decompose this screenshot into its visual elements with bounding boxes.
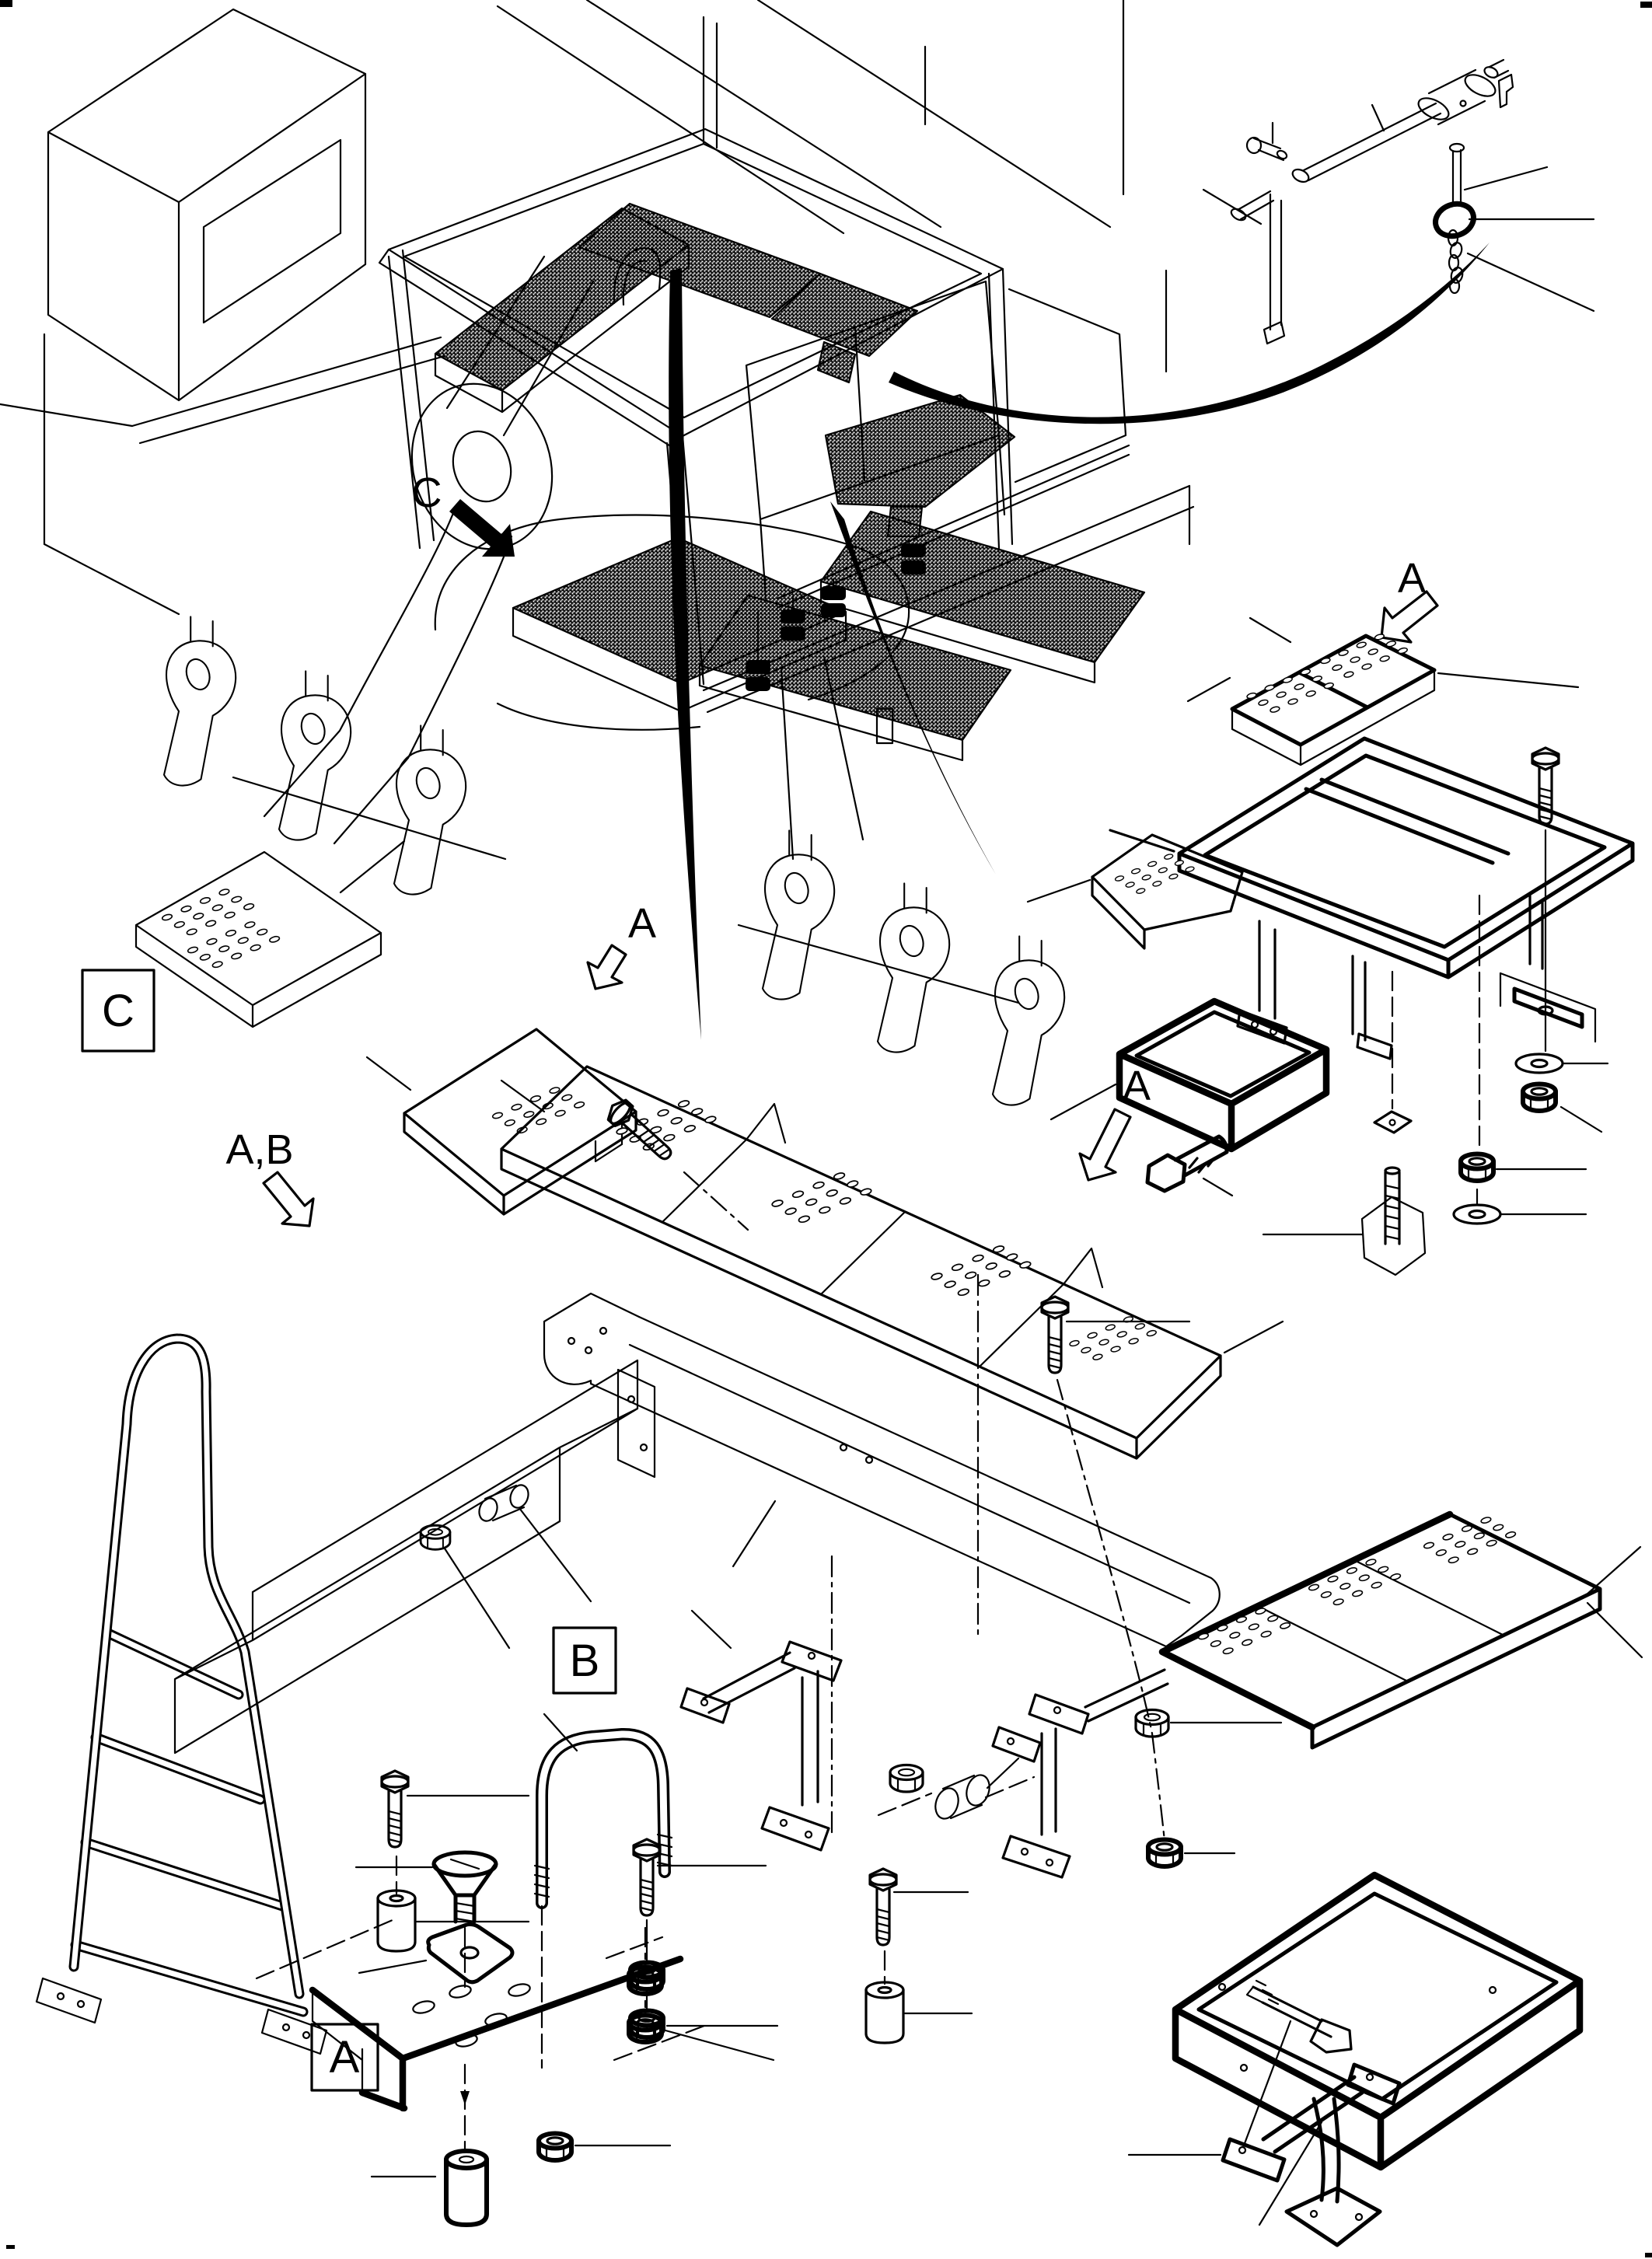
roof-platform-plates: [434, 202, 1146, 762]
mini-arrow-tip: [460, 2091, 470, 2105]
a-center-outline-arrow: [1078, 1108, 1132, 1182]
label-c-box: C: [102, 986, 134, 1036]
label-a-center: A: [1123, 1063, 1151, 1109]
center-plates: [365, 1028, 1284, 1842]
leader-spike: [669, 268, 701, 1040]
frame-rails: [496, 0, 1125, 235]
bottom-a-group: [309, 1850, 775, 2227]
stand-bracket-2: [991, 1668, 1169, 1879]
a-mid-outline-arrow: [586, 944, 627, 990]
y-bracket: [1127, 2062, 1402, 2247]
hood-box: [47, 8, 367, 402]
pin-body: [1252, 137, 1285, 162]
rod-leader: [1371, 103, 1385, 132]
stand-bracket-1: [679, 1555, 843, 1852]
diamond-plate: [358, 1922, 515, 1985]
rod-sleeve: [1427, 68, 1486, 126]
support-beam: [543, 1292, 1221, 1648]
deck-plate-wedge: [824, 393, 1016, 508]
l-handle: [1236, 190, 1286, 345]
spacer-cylinder-bold: [370, 2149, 489, 2227]
roof-plate-right: [770, 272, 919, 358]
chain: [1447, 229, 1464, 295]
long-tread-plate: [500, 1065, 1284, 1460]
plate-corner: [309, 1955, 684, 2112]
c-label-box: [81, 969, 155, 1053]
label-b-box: B: [570, 1636, 600, 1686]
small-tread-plate: [365, 1028, 637, 1216]
b-label-box: [552, 1626, 617, 1695]
label-a-right: A: [1398, 555, 1426, 602]
pentagon-plate: [1026, 833, 1244, 950]
right-tread-plate: [1186, 616, 1580, 766]
ab-outline-arrow: [262, 1171, 315, 1227]
label-ab: A,B: [225, 1126, 293, 1173]
ladder-assembly: [35, 1333, 656, 2055]
clip: [1497, 73, 1514, 109]
shallow-tray: [1172, 1871, 1584, 2226]
ladder-rails: [68, 1333, 305, 1999]
support-frame: [1109, 736, 1635, 1060]
anchor-strap: [1499, 972, 1597, 1043]
handle-rod-assembly: [1230, 58, 1595, 345]
roof-plate-back: [578, 202, 822, 319]
a-right-outline-arrow: [1380, 590, 1439, 644]
labels: C C A A A,B A B A: [81, 470, 1426, 2083]
box-bolt: [1145, 1134, 1234, 1197]
label-a-mid: A: [628, 900, 656, 947]
a-label-box: [310, 2023, 379, 2092]
label-a-box: A: [330, 2032, 360, 2083]
ladder-feet: [35, 1919, 394, 2055]
label-c-arrow: C: [412, 470, 442, 516]
u-bolt: [533, 1713, 673, 1909]
shelf-channel: [173, 1359, 656, 1754]
front-frame-lines: [0, 333, 1020, 1004]
three-segment-plate: [1158, 1510, 1643, 1750]
ladder-steps: [70, 1627, 309, 2017]
leader-swoosh-right: [889, 243, 1490, 424]
lock-pin: [1451, 148, 1462, 205]
right-frame-assembly: [1026, 616, 1635, 1276]
c-step-plate: [134, 840, 406, 1028]
flat-head-screw: [354, 1850, 498, 1924]
rod-stub: [1488, 58, 1510, 79]
main-rod: [1302, 102, 1442, 182]
tray-bolt: [1245, 1979, 1353, 2054]
leader-lines: [1463, 166, 1595, 312]
c-solid-arrow: [449, 499, 515, 557]
nut-bushing-pair: [877, 1757, 1036, 1820]
leader-swoosh-down: [830, 501, 996, 875]
bottom-right-group: [1127, 1510, 1643, 2247]
open-box: [1050, 997, 1330, 1153]
leader-line: [339, 840, 406, 894]
pull-ring: [1433, 201, 1476, 239]
callout-arrows: [262, 243, 1490, 1227]
hood-window: [202, 138, 342, 324]
roof-plate-tab: [816, 340, 857, 384]
b-group: [533, 1555, 1169, 2069]
cab-roof: [378, 127, 1004, 452]
square-washer-stud: [1262, 970, 1427, 1276]
arm-hub-inner: [452, 430, 512, 503]
